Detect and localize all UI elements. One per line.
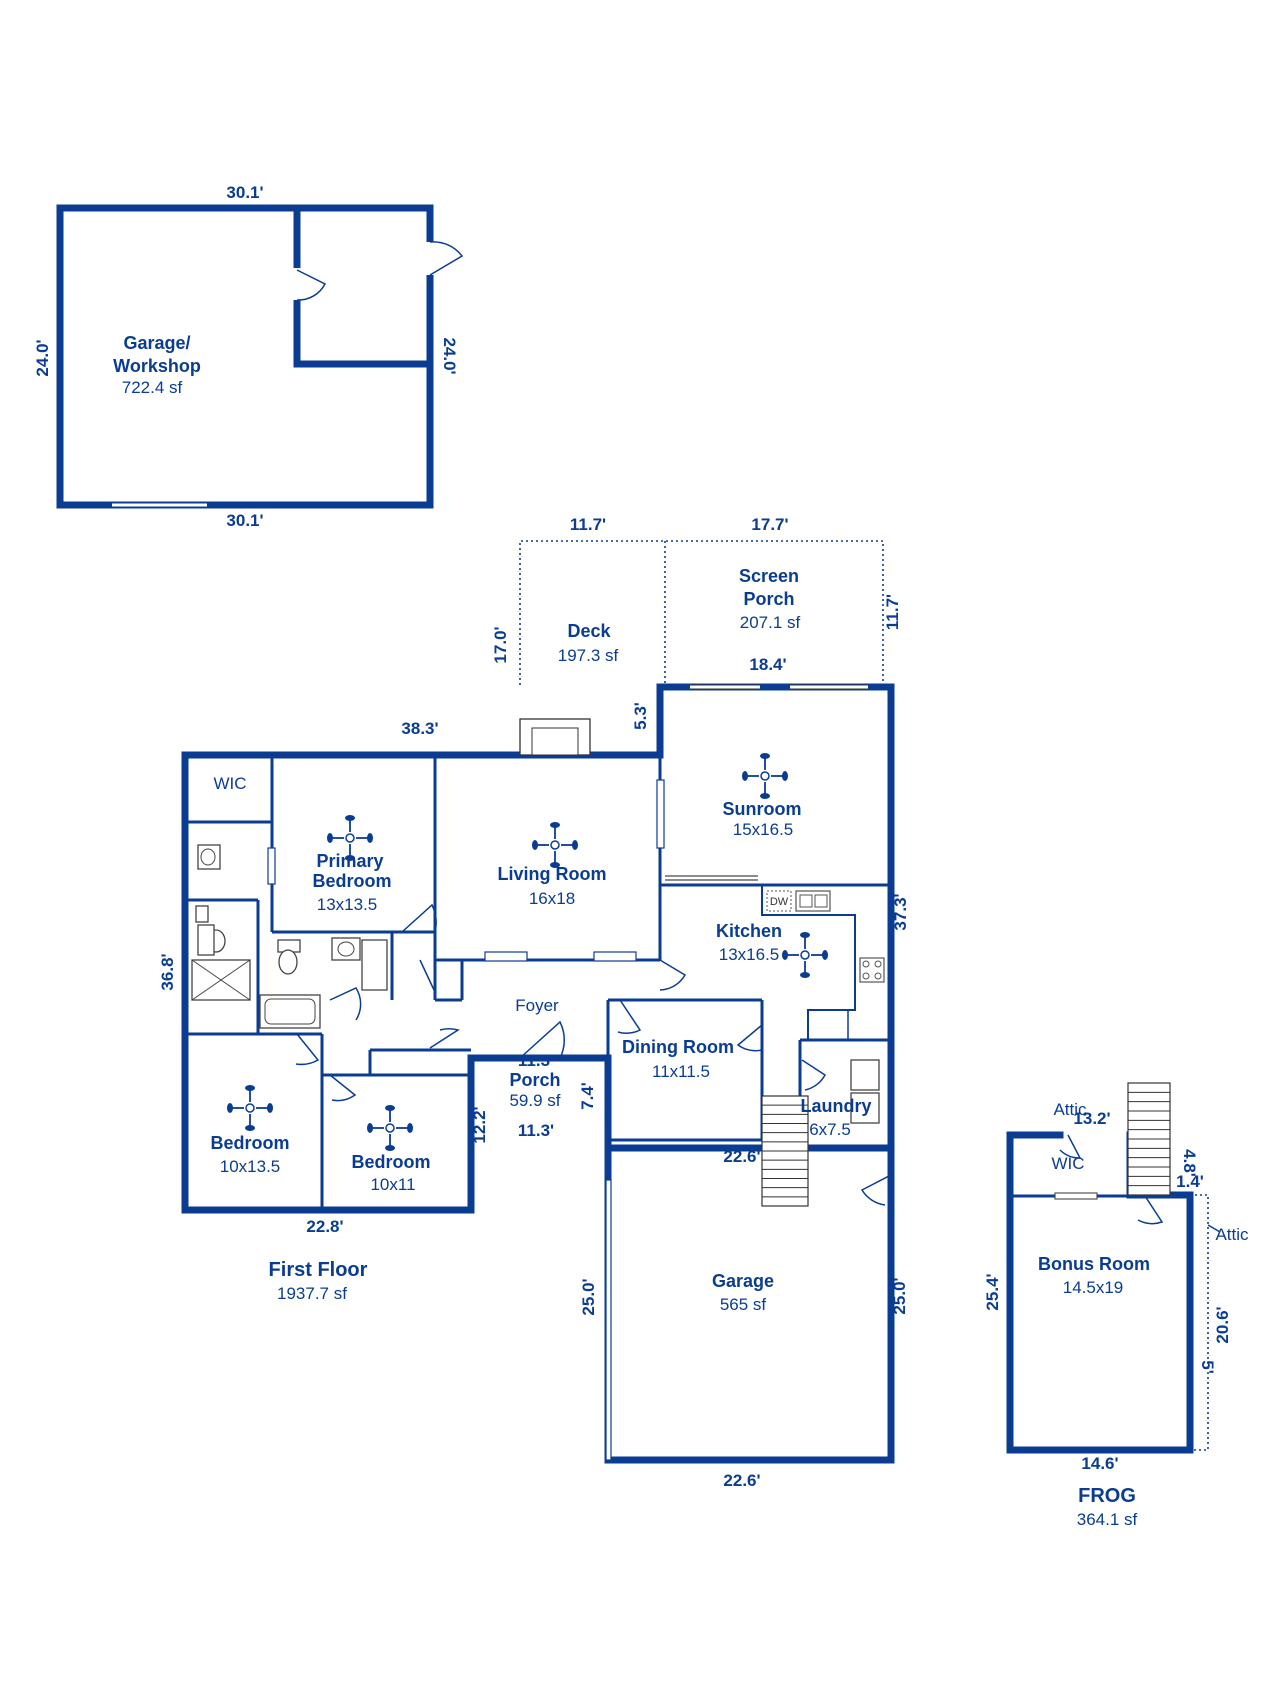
room-name: Bedroom xyxy=(210,1133,289,1153)
ceiling-fan-icon xyxy=(367,1105,413,1151)
dim-deck-top: 11.7' xyxy=(570,515,606,534)
dishwasher-icon: DW xyxy=(766,890,792,912)
door-icon xyxy=(426,241,464,276)
dishwasher-label: DW xyxy=(770,896,789,908)
sink-icon xyxy=(795,890,831,912)
dim-step: 5.3' xyxy=(631,702,650,730)
room-area: 59.9 sf xyxy=(509,1091,560,1110)
room-size: 16x18 xyxy=(529,889,575,908)
stairs-icon xyxy=(761,1095,809,1207)
dim-porch-left: 12.2' xyxy=(470,1106,489,1143)
ceiling-fan-icon xyxy=(742,753,788,799)
ceiling-fan-icon xyxy=(532,822,578,868)
ceiling-fan-icon xyxy=(327,815,373,861)
dim-small: 5' xyxy=(1198,1360,1217,1374)
dim-step: 1.4' xyxy=(1176,1172,1204,1191)
dim-top: 13.2' xyxy=(1073,1109,1110,1128)
room-name: Porch xyxy=(509,1070,560,1090)
frog-floor: Attic 13.2' WIC 4.8' 1.4' Attic 25.4' 20… xyxy=(983,1082,1249,1529)
room-wic: WIC xyxy=(213,774,246,793)
stove-icon xyxy=(859,957,885,983)
room-wic: WIC xyxy=(1051,1154,1084,1173)
floor-title: First Floor xyxy=(269,1259,368,1281)
room-name: Screen xyxy=(739,566,799,586)
floor-area: 364.1 sf xyxy=(1077,1510,1138,1529)
dim-sunroom-top: 18.4' xyxy=(749,655,786,674)
dim-left: 25.4' xyxy=(983,1273,1002,1310)
room-name: Deck xyxy=(567,621,611,641)
dim-garage-left: 25.0' xyxy=(579,1278,598,1315)
room-size: 6x7.5 xyxy=(809,1120,851,1139)
room-name: Workshop xyxy=(113,356,201,376)
room-size: 13x13.5 xyxy=(317,895,378,914)
sink-icon xyxy=(331,937,361,961)
room-name: Living Room xyxy=(498,864,607,884)
room-name: Bedroom xyxy=(351,1152,430,1172)
toilet-icon xyxy=(195,905,226,956)
fireplace-icon xyxy=(519,718,591,756)
dim-right: 20.6' xyxy=(1213,1306,1232,1343)
dim-screen-right: 11.7' xyxy=(883,594,902,630)
room-size: 13x16.5 xyxy=(719,945,780,964)
room-name: Dining Room xyxy=(622,1037,734,1057)
dim-house-bottom: 22.8' xyxy=(306,1217,343,1236)
room-name: Laundry xyxy=(800,1096,871,1116)
dim-right-top: 4.8' xyxy=(1180,1149,1199,1177)
floor-title: FROG xyxy=(1078,1485,1136,1507)
dim-left: 24.0' xyxy=(33,339,52,376)
detached-garage: 30.1' 30.1' 24.0' 24.0' Garage/ Workshop… xyxy=(33,183,464,530)
dim-porch-right: 7.4' xyxy=(578,1082,597,1110)
dim-bottom: 30.1' xyxy=(226,511,263,530)
first-floor: DW xyxy=(158,515,910,1490)
room-size: 11x11.5 xyxy=(652,1062,710,1081)
dim-house-right: 37.3' xyxy=(891,893,910,930)
floor-area: 1937.7 sf xyxy=(277,1284,347,1303)
sink-icon xyxy=(197,844,221,870)
room-name: Garage/ xyxy=(123,333,190,353)
dim-porch-top: 11.3' xyxy=(518,1051,554,1070)
room-area: 722.4 sf xyxy=(122,378,183,397)
door-icon xyxy=(293,268,327,301)
dim-porch-bottom: 11.3' xyxy=(518,1121,554,1140)
toilet-icon xyxy=(277,939,301,975)
ceiling-fan-icon xyxy=(227,1085,273,1131)
room-name: Bedroom xyxy=(312,871,391,891)
attic-label: Attic xyxy=(1215,1225,1249,1244)
room-area: 207.1 sf xyxy=(740,613,801,632)
room-area: 197.3 sf xyxy=(558,646,619,665)
room-name: Porch xyxy=(743,589,794,609)
bathtub-icon xyxy=(259,994,321,1029)
dim-deck-left: 17.0' xyxy=(491,626,510,663)
dim-garage-top: 22.6' xyxy=(723,1147,760,1166)
ceiling-fan-icon xyxy=(782,932,828,978)
room-size: 10x13.5 xyxy=(220,1157,281,1176)
shower-icon xyxy=(191,959,251,1001)
dim-garage-bottom: 22.6' xyxy=(723,1471,760,1490)
room-size: 14.5x19 xyxy=(1063,1278,1124,1297)
stairs-icon xyxy=(1127,1082,1171,1196)
room-name: Kitchen xyxy=(716,921,782,941)
attic-label: Attic xyxy=(1053,1100,1087,1119)
dim-house-left: 36.8' xyxy=(158,953,177,990)
room-name: Sunroom xyxy=(723,799,802,819)
dim-screen-top: 17.7' xyxy=(751,515,788,534)
room-size: 15x16.5 xyxy=(733,820,794,839)
dim-garage-right: 25.0' xyxy=(890,1277,909,1314)
room-area: 565 sf xyxy=(720,1295,767,1314)
room-size: 10x11 xyxy=(370,1175,415,1194)
room-name: Primary xyxy=(316,851,383,871)
dim-top: 30.1' xyxy=(226,183,263,202)
room-name: Garage xyxy=(712,1271,774,1291)
room-name: Bonus Room xyxy=(1038,1254,1150,1274)
dim-right: 24.0' xyxy=(440,337,459,374)
dim-house-top: 38.3' xyxy=(401,719,438,738)
dim-bottom: 14.6' xyxy=(1081,1454,1118,1473)
room-foyer: Foyer xyxy=(515,996,559,1015)
